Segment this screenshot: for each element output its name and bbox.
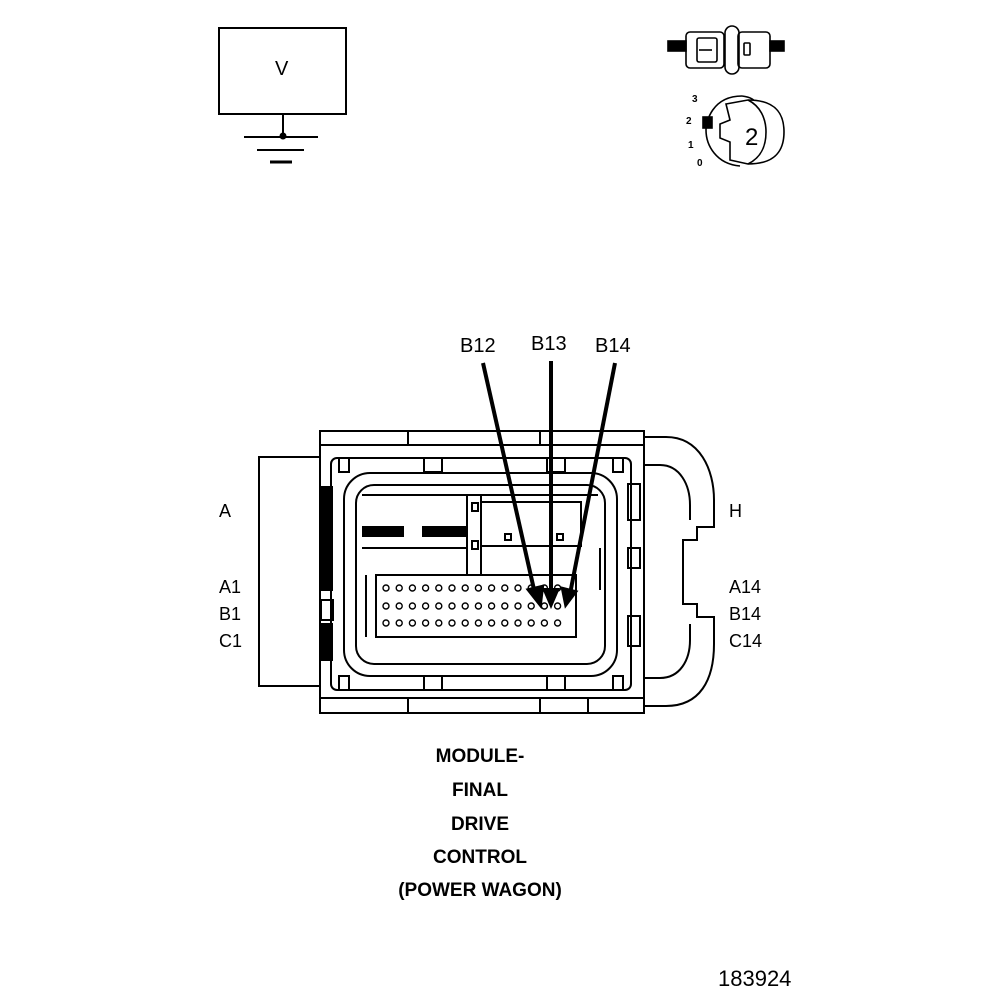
figure-id: 183924	[718, 966, 792, 991]
pin-cavity	[514, 619, 522, 627]
pin-cavity	[448, 619, 456, 627]
pin-callout-arrows	[481, 361, 617, 610]
pin-cavity	[421, 619, 430, 627]
connector-housing	[319, 430, 645, 714]
pin-cavity	[501, 619, 509, 627]
title-line-4: CONTROL	[433, 847, 527, 868]
pin-cavity	[474, 584, 483, 592]
pin-cavity	[501, 584, 509, 592]
row-label-h: H	[729, 501, 742, 521]
pin-cavity	[487, 619, 496, 627]
pin-cavity	[395, 602, 403, 610]
row-label-c1: C1	[219, 631, 243, 651]
pin-cavity	[487, 584, 496, 592]
title-line-5: (POWER WAGON)	[398, 880, 562, 901]
row-label-a1: A1	[219, 577, 242, 597]
pin-cavity	[382, 602, 390, 610]
pin-cavity	[553, 602, 562, 610]
pin-cavity	[408, 584, 417, 592]
row-label-b14: B14	[729, 604, 762, 624]
pin-cavity	[514, 602, 522, 610]
terminal-block	[375, 574, 577, 638]
pin-cavity	[540, 619, 549, 627]
pin-cavity	[540, 602, 549, 610]
contact-bars	[321, 486, 466, 661]
ignition-key-icon	[702, 95, 785, 167]
key-position-2: 2	[686, 116, 692, 127]
key-position-1: 1	[688, 140, 694, 151]
pin-cavity	[553, 619, 562, 627]
pin-cavity	[461, 619, 469, 627]
pin-cavity	[514, 584, 522, 592]
title-line-3: DRIVE	[450, 814, 510, 835]
callout-b13: B13	[531, 333, 567, 355]
pin-cavity	[527, 619, 535, 627]
voltmeter-label: V	[275, 58, 289, 80]
pin-cavity	[382, 619, 390, 627]
pin-cavity	[382, 584, 390, 592]
row-label-c14: C14	[729, 631, 763, 651]
pin-cavity	[461, 602, 469, 610]
pin-cavity	[448, 602, 456, 610]
row-label-a: A	[219, 501, 232, 521]
pin-cavity	[421, 584, 430, 592]
pin-cavity	[527, 602, 535, 610]
pin-cavity	[435, 602, 443, 610]
pin-cavity	[487, 602, 496, 610]
pin-cavity	[408, 619, 417, 627]
pin-cavity	[461, 584, 469, 592]
callout-b12: B12	[460, 335, 496, 357]
pin-cavity	[474, 602, 483, 610]
pin-cavity	[435, 584, 443, 592]
arrow-b14	[568, 362, 617, 595]
title-line-2: FINAL	[452, 780, 508, 801]
key-position-0: 0	[697, 158, 703, 169]
pin-cavity	[501, 602, 509, 610]
pin-cavity	[448, 584, 456, 592]
key-position-3: 3	[692, 94, 698, 105]
pin-cavity	[421, 602, 430, 610]
row-label-b1: B1	[219, 604, 242, 624]
voltmeter-symbol	[218, 27, 347, 164]
pin-cavity	[408, 602, 417, 610]
callout-b14: B14	[595, 335, 631, 357]
row-label-a14: A14	[729, 577, 762, 597]
pin-cavity	[395, 619, 403, 627]
arrow-b12	[481, 362, 537, 595]
pin-cavity	[435, 619, 443, 627]
connector-disconnected-icon	[667, 25, 785, 75]
pin-cavity	[474, 619, 483, 627]
key-label: 2	[745, 124, 758, 151]
pin-cavity	[395, 584, 403, 592]
title-line-1: MODULE-	[435, 746, 525, 767]
